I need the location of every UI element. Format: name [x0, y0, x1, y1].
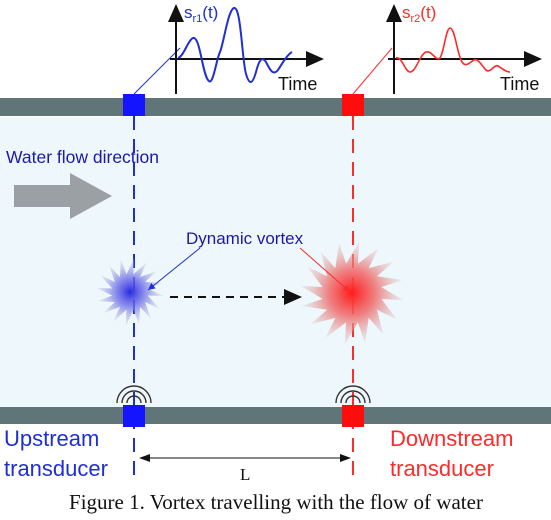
blue-vortex — [96, 258, 164, 326]
signal2-plot: sr2(t) Time — [386, 3, 542, 94]
upstream-transducer-top — [123, 94, 145, 116]
signal1-label: sr1(t) — [184, 3, 218, 25]
distance-arrow-left-head — [139, 454, 150, 462]
pipe-top-wall — [0, 98, 551, 116]
red-vortex — [300, 241, 404, 345]
flow-direction-label: Water flow direction — [6, 147, 159, 167]
upstream-label-line2: transducer — [4, 456, 108, 481]
vortex-pointer-blue — [147, 247, 201, 291]
signal1-time-label: Time — [278, 74, 317, 94]
distance-arrow-right-head — [340, 454, 351, 462]
downstream-label-line1: Downstream — [390, 426, 513, 451]
vortex-pointer-red — [299, 247, 351, 293]
signal1-plot: sr1(t) Time — [168, 3, 324, 94]
vortex-label: Dynamic vortex — [186, 229, 304, 248]
signal2-time-label: Time — [500, 74, 539, 94]
upstream-label-line1: Upstream — [4, 426, 99, 451]
pipe-bottom-wall — [0, 407, 551, 424]
figure-caption: Figure 1. Vortex travelling with the flo… — [69, 490, 483, 514]
downstream-label-line2: transducer — [390, 456, 494, 481]
signal2-connector — [352, 47, 393, 95]
signal2-label: sr2(t) — [402, 3, 436, 25]
signal1-waveform — [177, 6, 293, 83]
downstream-transducer-top — [342, 94, 364, 116]
flow-arrow — [14, 173, 112, 219]
signal2-waveform — [395, 27, 511, 73]
water-region — [0, 117, 551, 407]
signal1-connector — [133, 47, 181, 95]
downstream-wave-icon — [335, 385, 371, 404]
downstream-transducer-bottom — [342, 405, 364, 427]
upstream-transducer-bottom — [123, 405, 145, 427]
distance-label: L — [240, 465, 250, 484]
upstream-wave-icon — [116, 385, 152, 404]
